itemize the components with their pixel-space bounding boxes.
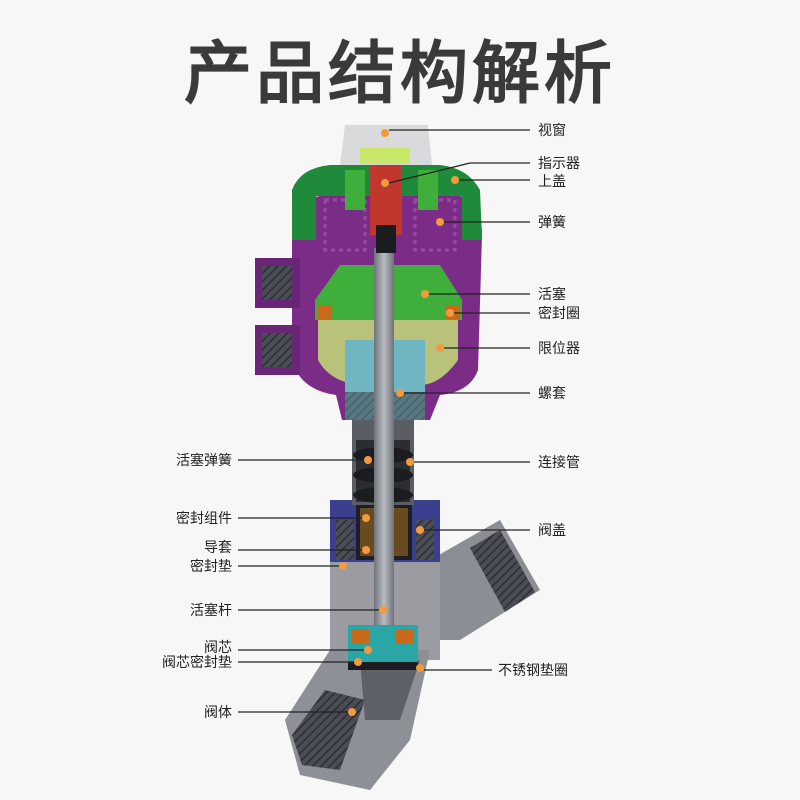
callout-dot-piston-spring bbox=[364, 456, 372, 464]
callout-dot-guide-sleeve bbox=[362, 546, 370, 554]
label-stainless-washer: 不锈钢垫圈 bbox=[498, 663, 568, 679]
label-seal-ring: 密封圈 bbox=[538, 305, 580, 322]
callout-dot-core-seal bbox=[354, 658, 362, 666]
callout-dot-piston bbox=[421, 290, 429, 298]
label-screw-sleeve: 螺套 bbox=[538, 386, 566, 402]
label-guide-sleeve: 导套 bbox=[204, 540, 232, 556]
label-bonnet: 阀盖 bbox=[538, 523, 566, 539]
label-connecting-tube: 连接管 bbox=[538, 454, 580, 471]
label-window: 视窗 bbox=[538, 122, 566, 139]
callout-dot-screw-sleeve bbox=[396, 389, 404, 397]
callout-dots bbox=[339, 129, 459, 716]
label-core-seal: 阀芯密封垫 bbox=[162, 654, 232, 671]
label-seal-assembly: 密封组件 bbox=[176, 510, 232, 527]
leader-lines-left bbox=[238, 459, 379, 713]
callout-dot-limiter bbox=[436, 344, 444, 352]
callout-dot-gasket bbox=[339, 562, 347, 570]
callout-dot-window bbox=[381, 129, 389, 137]
callout-dot-connecting-tube bbox=[406, 458, 414, 466]
callout-dot-top-cover bbox=[451, 176, 459, 184]
callout-dot-washer bbox=[416, 664, 424, 672]
callout-dot-valve-body bbox=[348, 708, 356, 716]
labels-left: 活塞弹簧 密封组件 导套 密封垫 活塞杆 阀芯 阀芯密封垫 阀体 bbox=[162, 452, 232, 721]
leader-lines-right bbox=[388, 129, 530, 671]
label-piston: 活塞 bbox=[538, 286, 566, 303]
label-top-cover: 上盖 bbox=[538, 174, 566, 190]
label-piston-rod: 活塞杆 bbox=[190, 602, 232, 619]
callout-dot-seal-assembly bbox=[362, 514, 370, 522]
springs bbox=[323, 170, 457, 252]
callout-dot-bonnet bbox=[416, 526, 424, 534]
label-gasket: 密封垫 bbox=[190, 558, 232, 575]
callout-dot-valve-core bbox=[364, 646, 372, 654]
label-indicator: 指示器 bbox=[538, 156, 580, 172]
labels-right: 视窗 指示器 上盖 弹簧 活塞 密封圈 限位器 螺套 连接管 阀盖 不锈钢垫圈 bbox=[498, 122, 580, 679]
label-limiter: 限位器 bbox=[538, 341, 580, 357]
label-spring: 弹簧 bbox=[538, 215, 566, 231]
callout-dot-piston-rod bbox=[379, 606, 387, 614]
label-valve-core: 阀芯 bbox=[204, 640, 232, 656]
piston-rod bbox=[374, 248, 394, 648]
callout-dot-indicator bbox=[381, 179, 389, 187]
page-title: 产品结构解析 bbox=[183, 35, 616, 114]
callout-dot-seal-ring bbox=[446, 309, 454, 317]
view-window bbox=[340, 125, 432, 165]
indicator bbox=[370, 165, 402, 253]
callout-dot-spring bbox=[436, 218, 444, 226]
label-valve-body: 阀体 bbox=[204, 705, 232, 721]
label-piston-spring: 活塞弹簧 bbox=[176, 452, 232, 469]
